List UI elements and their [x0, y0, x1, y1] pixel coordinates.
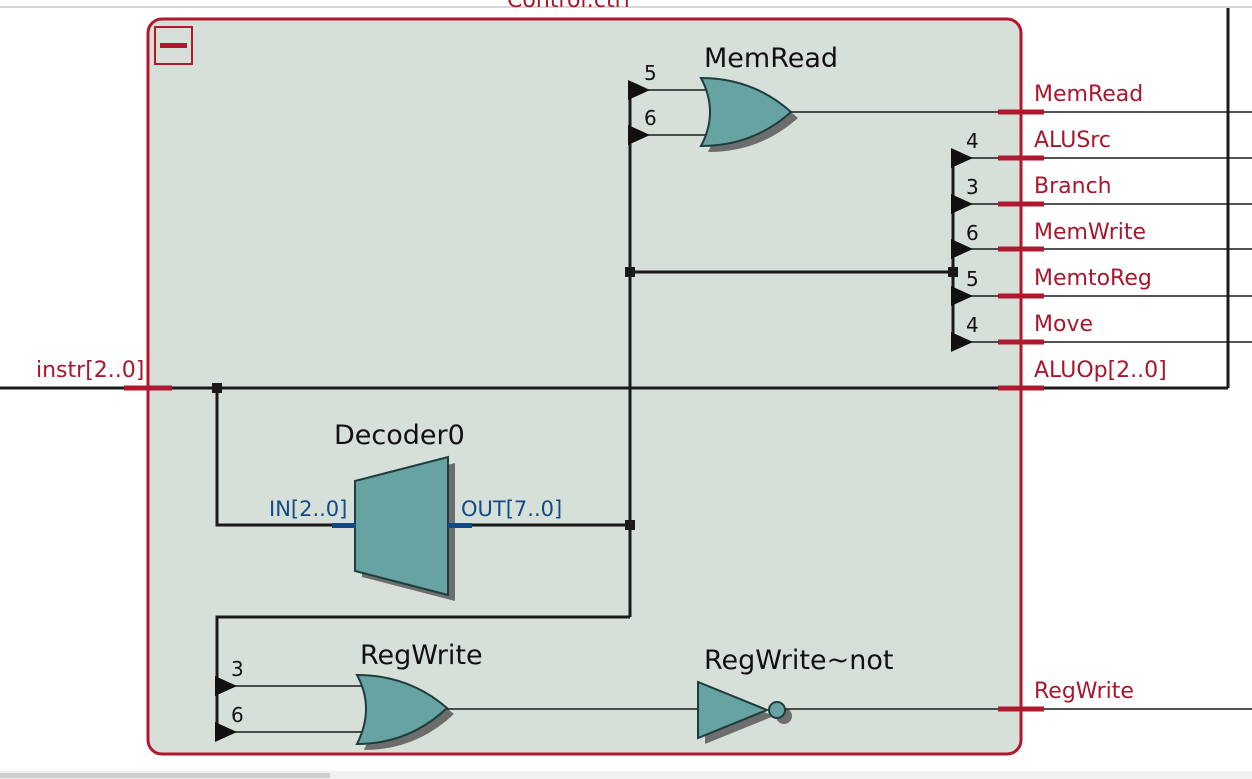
- regwrite-pin-a-arrow: [215, 676, 237, 696]
- memread-pin-a-number: 5: [644, 61, 657, 85]
- regwrite-bus-wire: [215, 615, 630, 737]
- junction-dot: [948, 267, 958, 277]
- memread-or-gate[interactable]: [628, 76, 1042, 152]
- regwrite-pin-b-arrow: [215, 722, 237, 742]
- memread-pin-a-arrow: [628, 80, 650, 100]
- regwrite-not-title: RegWrite~not: [704, 645, 893, 676]
- alusrc-tap-number: 4: [966, 129, 979, 153]
- regwrite-not-gate[interactable]: [697, 680, 1021, 744]
- output-port-aluop[interactable]: ALUOp[2..0]: [1034, 358, 1167, 383]
- port-stubs: [124, 109, 1044, 712]
- output-port-branch[interactable]: Branch: [1034, 174, 1112, 199]
- horizontal-scrollbar[interactable]: [0, 771, 1252, 779]
- memread-pin-b-number: 6: [644, 106, 657, 130]
- move-tap-number: 4: [966, 313, 979, 337]
- junction-dot: [625, 520, 635, 530]
- scrollbar-thumb[interactable]: [0, 773, 330, 778]
- output-port-move[interactable]: Move: [1034, 312, 1093, 337]
- output-port-memtoreg[interactable]: MemtoReg: [1034, 266, 1152, 291]
- output-port-alusrc[interactable]: ALUSrc: [1034, 128, 1111, 153]
- regwrite-pin-b-number: 6: [231, 703, 244, 727]
- minus-collapse-icon[interactable]: [154, 26, 193, 65]
- collapse-button[interactable]: [154, 26, 193, 65]
- memwrite-tap-number: 6: [966, 221, 979, 245]
- output-port-memread[interactable]: MemRead: [1034, 82, 1143, 107]
- regwrite-pin-a-number: 3: [231, 657, 244, 681]
- output-port-regwrite[interactable]: RegWrite: [1034, 679, 1134, 704]
- memtoreg-tap-number: 5: [966, 267, 979, 291]
- module-title: Control:ctrl: [507, 0, 630, 13]
- decoder0-out-pin-label: OUT[7..0]: [461, 497, 562, 521]
- decoder0-block[interactable]: [332, 455, 472, 601]
- memread-gate-title: MemRead: [704, 43, 838, 74]
- memread-pin-b-arrow: [628, 125, 650, 145]
- branch-tap-number: 3: [966, 175, 979, 199]
- input-port-instr[interactable]: instr[2..0]: [36, 358, 144, 383]
- output-port-memwrite[interactable]: MemWrite: [1034, 220, 1146, 245]
- regwrite-or-gate[interactable]: [215, 673, 700, 750]
- decoder0-in-pin-label: IN[2..0]: [269, 497, 347, 521]
- decoder0-title: Decoder0: [334, 420, 465, 451]
- junction-dot: [625, 267, 635, 277]
- decoder-input-wire: [215, 388, 355, 527]
- junction-dot: [212, 383, 222, 393]
- regwrite-gate-title: RegWrite: [360, 640, 483, 671]
